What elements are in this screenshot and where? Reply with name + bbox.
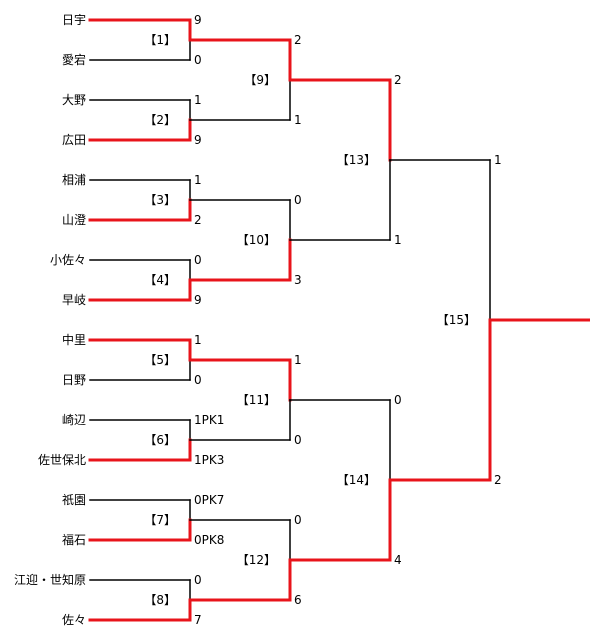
bracket-lines [88,18,590,622]
team-name: 祇園 [62,493,86,507]
team-name: 大野 [62,93,86,107]
score-bottom: 9 [194,293,202,307]
match-label: 【9】 [244,73,276,87]
team-name: 中里 [62,332,86,347]
score-top: 9 [194,13,202,27]
team-name: 福石 [62,532,86,547]
score-top: 1 [294,353,302,367]
score-bottom: 3 [294,273,302,287]
score-bottom: 7 [194,613,202,627]
team-name: 山澄 [62,212,86,227]
match-label: 【15】 [437,313,476,327]
score-top: 1 [194,173,202,187]
match-label: 【6】 [144,433,176,447]
score-top: 0 [294,513,302,527]
score-bottom: 9 [194,133,202,147]
score-top: 1 [194,333,202,347]
team-name: 崎辺 [62,413,86,427]
team-name: 日宇 [62,13,86,27]
score-top: 2 [394,73,402,87]
score-top: 1 [494,153,502,167]
team-name: 佐々 [62,613,86,627]
score-bottom: 0PK8 [194,533,224,547]
team-name: 相浦 [62,173,86,187]
score-bottom: 0 [194,53,202,67]
score-top: 0 [394,393,402,407]
score-bottom: 4 [394,553,402,567]
match-label: 【7】 [144,513,176,527]
team-name: 愛宕 [62,52,86,67]
match-label: 【8】 [144,593,176,607]
team-name: 小佐々 [50,253,86,267]
score-bottom: 0 [194,373,202,387]
score-top: 0 [294,193,302,207]
score-bottom: 1 [294,113,302,127]
score-top: 2 [294,33,302,47]
match-label: 【2】 [144,113,176,127]
score-bottom: 0 [294,433,302,447]
score-top: 0 [194,573,202,587]
team-name: 江迎・世知原 [14,573,86,587]
match-label: 【5】 [144,353,176,367]
score-bottom: 6 [294,593,302,607]
score-bottom: 2 [194,213,202,227]
score-top: 1PK1 [194,413,224,427]
match-label: 【10】 [237,233,276,247]
score-top: 1 [194,93,202,107]
match-label: 【3】 [144,193,176,207]
score-top: 0PK7 [194,493,224,507]
score-bottom: 1 [394,233,402,247]
match-label: 【11】 [237,393,276,407]
team-name: 広田 [62,133,86,147]
match-label: 【1】 [144,33,176,47]
score-top: 0 [194,253,202,267]
team-name: 日野 [62,373,86,387]
match-label: 【14】 [337,473,376,487]
match-label: 【12】 [237,553,276,567]
team-name: 早岐 [62,293,86,307]
score-bottom: 2 [494,473,502,487]
match-label: 【13】 [337,153,376,167]
team-name: 佐世保北 [38,453,86,467]
score-bottom: 1PK3 [194,453,224,467]
match-label: 【4】 [144,273,176,287]
